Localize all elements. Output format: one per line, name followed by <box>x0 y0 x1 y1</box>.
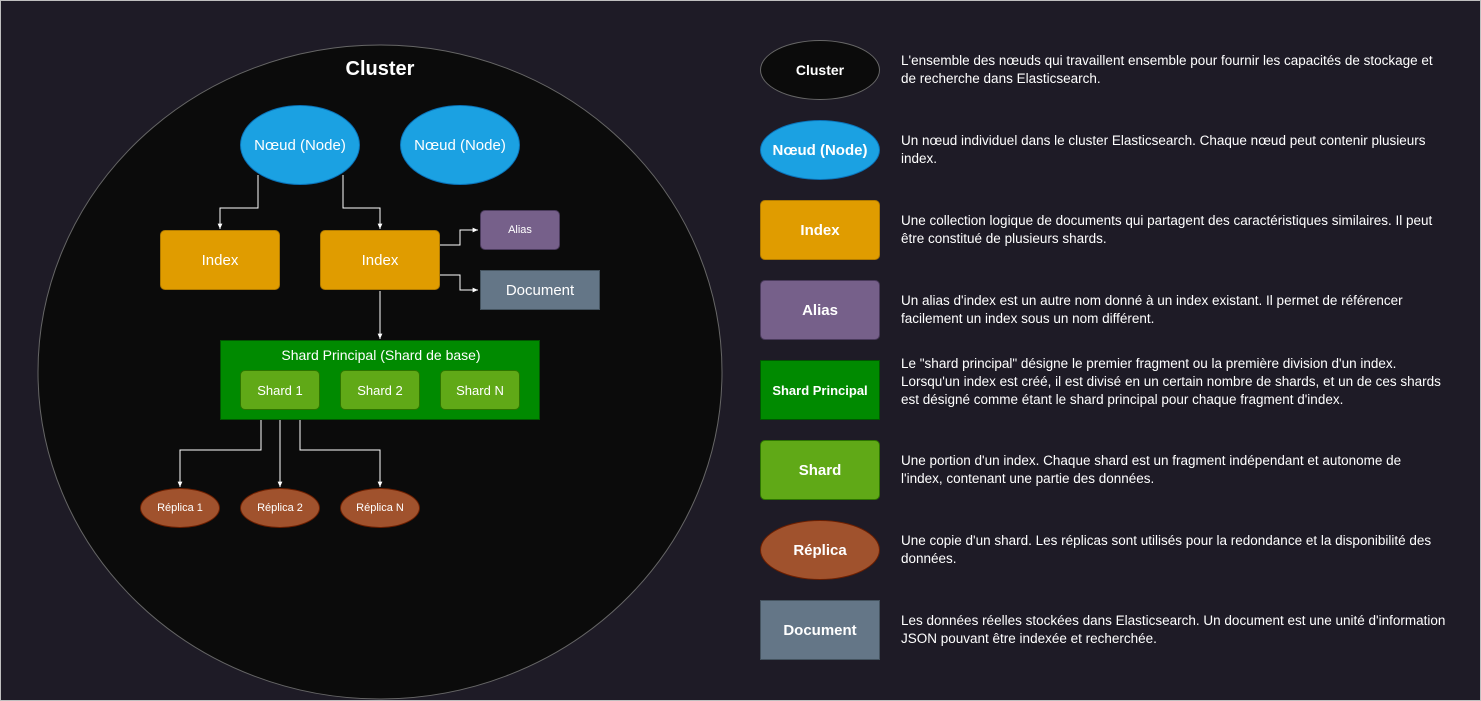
shard-principal-title: Shard Principal (Shard de base) <box>281 347 481 363</box>
alias-box[interactable]: Alias <box>480 210 560 250</box>
index-box-2[interactable]: Index <box>320 230 440 290</box>
replica-ellipse-1[interactable]: Réplica 1 <box>140 488 220 528</box>
legend-shard-description: Une portion d'un index. Chaque shard est… <box>901 453 1402 486</box>
shard-box-1[interactable]: Shard 1 <box>240 370 320 410</box>
connector-shard-replica-n <box>299 410 383 487</box>
index-box-1[interactable]: Index <box>160 230 280 290</box>
shard-box-2[interactable]: Shard 2 <box>340 370 420 410</box>
legend-index-shape: Index <box>760 200 880 260</box>
document-box[interactable]: Document <box>480 270 600 310</box>
replica-ellipse-n[interactable]: Réplica N <box>340 488 420 528</box>
legend-replica-description: Une copie d'un shard. Les réplicas sont … <box>901 533 1432 566</box>
legend-document-description: Les données réelles stockées dans Elasti… <box>901 613 1446 646</box>
shard-box-n[interactable]: Shard N <box>440 370 520 410</box>
node-ellipse-1[interactable]: Nœud (Node) <box>240 105 360 185</box>
legend-shard-principal-description: Le "shard principal" désigne le premier … <box>901 356 1441 407</box>
connector-node-index-2 <box>342 175 383 229</box>
legend-shard-shape: Shard <box>760 440 880 500</box>
legend-cluster-description: L'ensemble des nœuds qui travaillent ens… <box>901 53 1433 86</box>
legend-node-description: Un nœud individuel dans le cluster Elast… <box>901 133 1426 166</box>
legend-document-shape: Document <box>760 600 880 660</box>
legend-replica-shape: Réplica <box>760 520 880 580</box>
legend-node-shape: Nœud (Node) <box>760 120 880 180</box>
replica-ellipse-2[interactable]: Réplica 2 <box>240 488 320 528</box>
cluster-title: Cluster <box>345 58 415 80</box>
legend-index-description: Une collection logique de documents qui … <box>901 213 1433 246</box>
legend-cluster-shape: Cluster <box>760 40 880 100</box>
legend-shard-principal-shape: Shard Principal <box>760 360 880 420</box>
connector-node-index-1 <box>217 175 259 229</box>
connector-shard-replica-1 <box>177 410 262 487</box>
legend-alias-shape: Alias <box>760 280 880 340</box>
legend-alias-description: Un alias d'index est un autre nom donné … <box>901 293 1403 326</box>
connector-index-document <box>440 274 478 293</box>
node-ellipse-2[interactable]: Nœud (Node) <box>400 105 520 185</box>
connector-index-alias <box>440 227 478 246</box>
